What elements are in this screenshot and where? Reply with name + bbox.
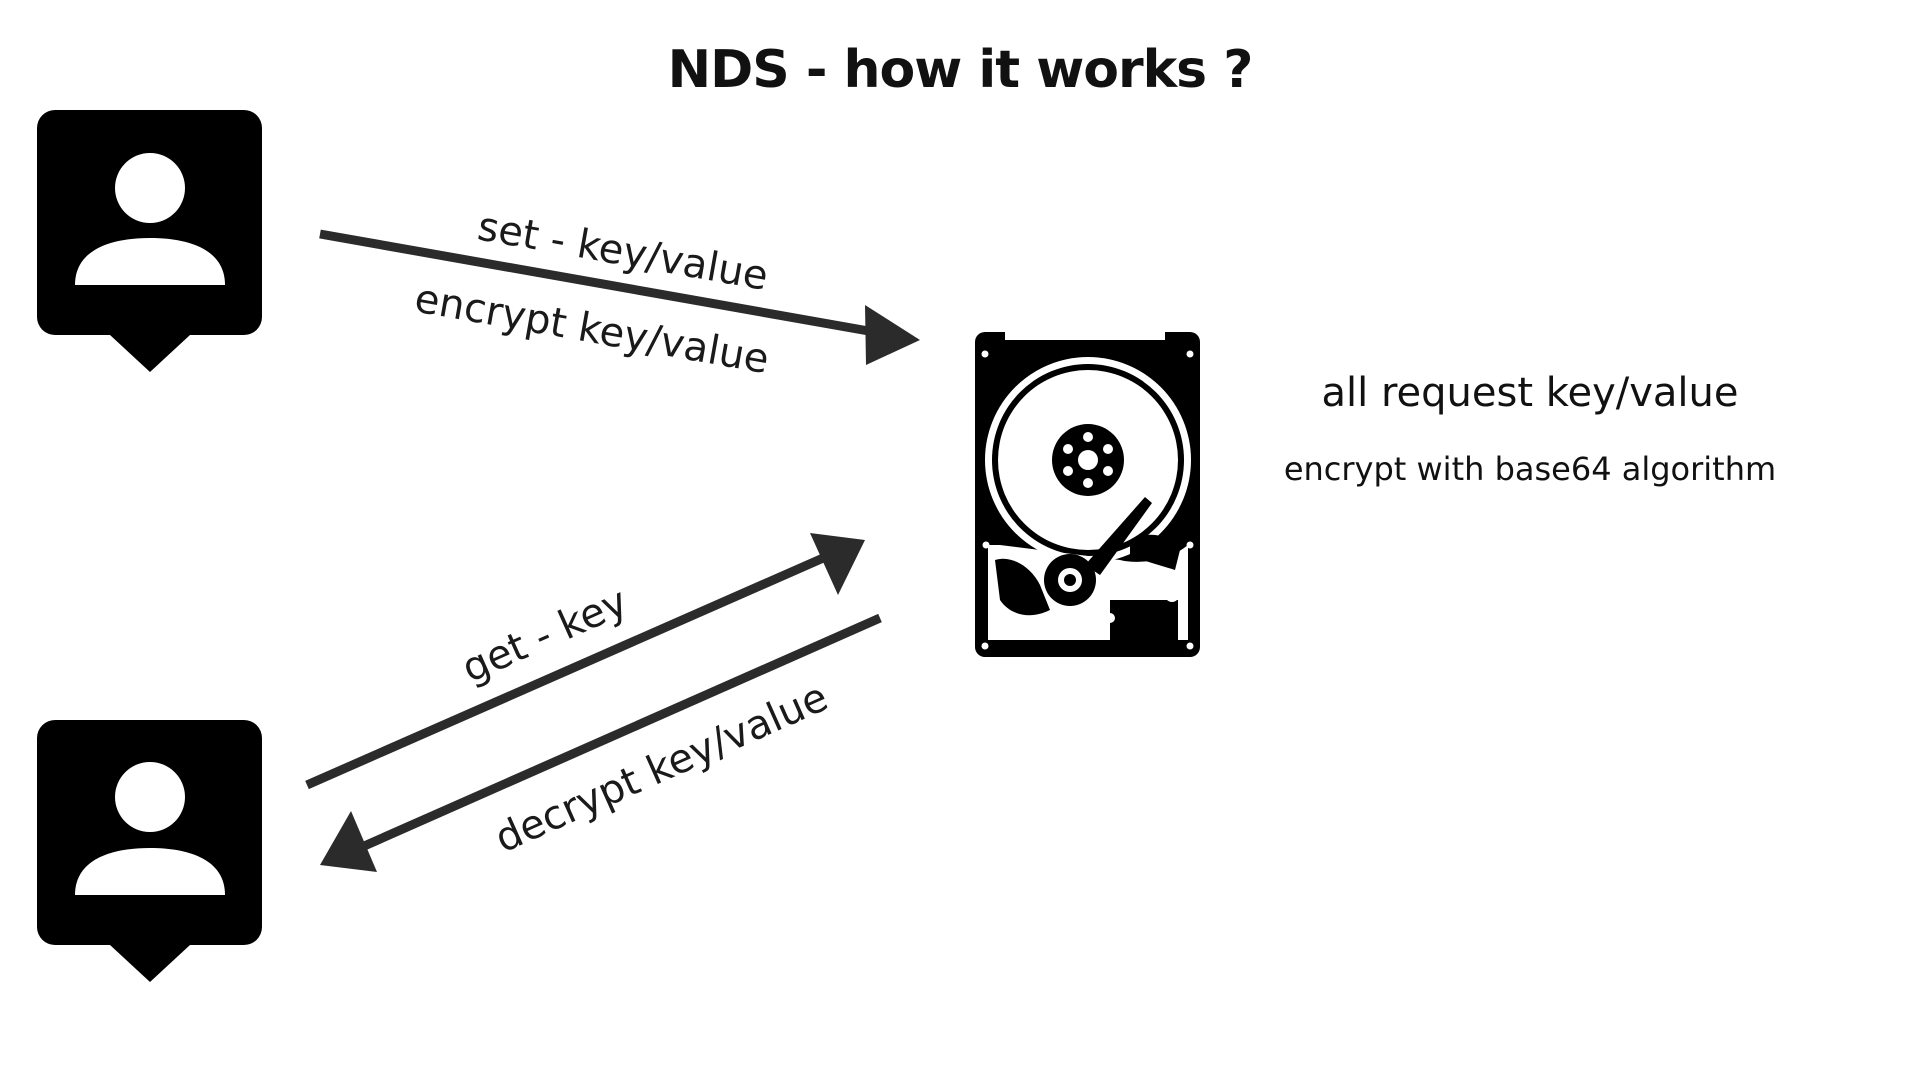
set-arrow (319, 229, 920, 365)
get-arrow (305, 533, 865, 790)
storage-note-main: all request key/value (1321, 370, 1739, 416)
storage-note-sub: encrypt with base64 algorithm (1283, 450, 1777, 488)
top-user-icon (37, 110, 262, 372)
hard-drive-icon (975, 332, 1200, 657)
get-label: get - key (455, 579, 634, 692)
bottom-user-icon (37, 720, 262, 982)
page-title: NDS - how it works ? (667, 40, 1254, 100)
decrypt-arrow (320, 613, 882, 872)
